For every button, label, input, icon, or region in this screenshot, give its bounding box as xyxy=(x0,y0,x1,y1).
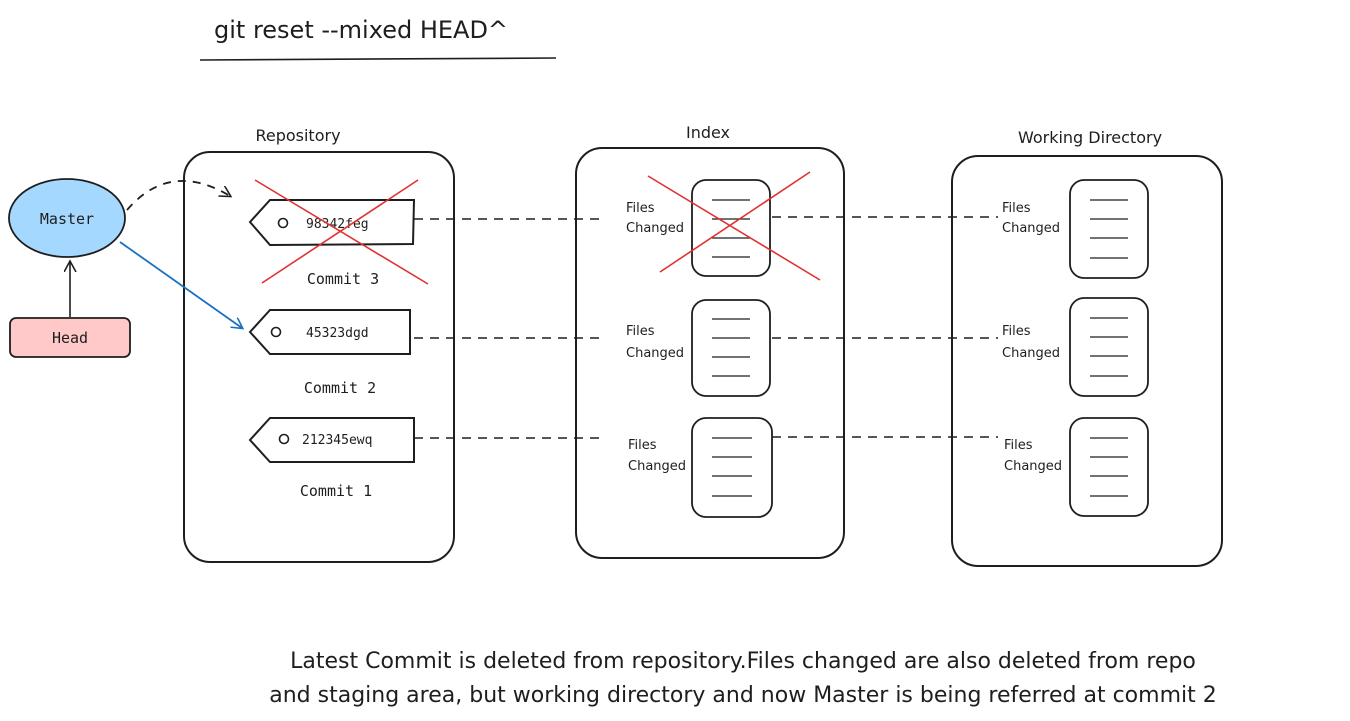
commit-1-hash: 212345ewq xyxy=(302,433,372,448)
index-box xyxy=(575,147,845,559)
index-files-label-1-line1: Files xyxy=(626,201,655,216)
index-files-label-1-line2: Changed xyxy=(626,221,684,236)
index-file-1-delete-cross xyxy=(647,171,821,281)
commit-3-delete-cross xyxy=(254,179,429,285)
commit-1-tag-hole xyxy=(278,433,290,445)
diagram-title: git reset --mixed HEAD^ xyxy=(214,16,508,44)
commit-3-tag-hole xyxy=(277,217,289,229)
head-label: Head xyxy=(52,329,88,347)
section-label-repository: Repository xyxy=(255,126,340,145)
commit-2-label: Commit 2 xyxy=(304,379,376,397)
commit-2-hash: 45323dgd xyxy=(306,326,369,341)
index-file-card-1 xyxy=(691,179,771,277)
working-files-label-1-line1: Files xyxy=(1002,201,1031,216)
index-file-card-3 xyxy=(691,417,773,518)
title-underline xyxy=(199,57,557,61)
working-directory-box xyxy=(951,155,1223,567)
commit-2-tag xyxy=(248,309,411,355)
master-new-pointer-arrow xyxy=(119,241,242,328)
section-label-working-directory: Working Directory xyxy=(1018,128,1162,147)
working-files-label-3-line1: Files xyxy=(1004,438,1033,453)
commit-1-label: Commit 1 xyxy=(300,482,372,500)
index-files-label-3-line2: Changed xyxy=(628,459,686,474)
working-file-card-1 xyxy=(1069,179,1149,279)
section-label-index: Index xyxy=(686,123,730,142)
working-file-card-3 xyxy=(1069,417,1149,517)
master-old-pointer-arrow xyxy=(126,180,230,211)
working-files-label-2-line2: Changed xyxy=(1002,346,1060,361)
caption-line-2: and staging area, but working directory … xyxy=(269,683,1216,708)
master-node xyxy=(8,178,126,258)
working-files-label-2-line1: Files xyxy=(1002,324,1031,339)
commit-3-label: Commit 3 xyxy=(307,270,379,288)
commit-3-tag xyxy=(248,199,416,247)
master-label: Master xyxy=(40,210,94,228)
commit-1-tag xyxy=(248,417,415,463)
working-file-card-2 xyxy=(1069,297,1149,397)
index-files-label-3-line1: Files xyxy=(628,438,657,453)
index-file-card-2 xyxy=(691,299,771,397)
index-files-label-2-line2: Changed xyxy=(626,346,684,361)
working-files-label-1-line2: Changed xyxy=(1002,221,1060,236)
index-files-label-2-line1: Files xyxy=(626,324,655,339)
repository-box xyxy=(183,151,455,563)
caption-line-1: Latest Commit is deleted from repository… xyxy=(290,649,1196,674)
commit-2-tag-hole xyxy=(270,326,282,338)
working-files-label-3-line2: Changed xyxy=(1004,459,1062,474)
head-node xyxy=(9,317,131,358)
